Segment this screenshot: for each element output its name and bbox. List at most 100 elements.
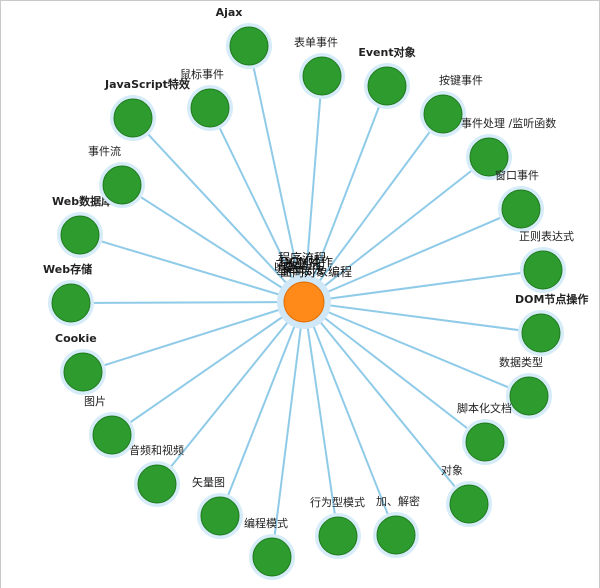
edge-line: [209, 107, 305, 303]
topic-node[interactable]: 加、解密: [373, 494, 420, 558]
node-circle[interactable]: [521, 313, 561, 353]
node-circle[interactable]: [229, 26, 269, 66]
topic-node[interactable]: 对象: [441, 463, 492, 527]
topic-node[interactable]: 事件处理 /监听函数: [461, 117, 556, 180]
edge-line: [271, 301, 305, 558]
topic-node[interactable]: 行为型模式: [310, 495, 365, 559]
node-circle[interactable]: [423, 94, 463, 134]
topic-node[interactable]: 事件流: [88, 144, 145, 208]
edge-line: [303, 85, 388, 303]
center-overlap-label: DOM操作: [280, 254, 333, 269]
node-circle[interactable]: [102, 165, 142, 205]
node-circle[interactable]: [367, 66, 407, 106]
edge-line: [303, 301, 397, 536]
node-label: 事件处理 /监听函数: [461, 117, 556, 130]
node-label: Ajax: [216, 6, 243, 19]
edge-line: [303, 301, 530, 397]
topic-node[interactable]: 编程模式: [244, 516, 295, 580]
node-label: 数据类型: [499, 355, 543, 369]
node-circle[interactable]: [302, 56, 342, 96]
topic-node[interactable]: 正则表达式: [519, 229, 574, 293]
node-circle[interactable]: [376, 515, 416, 555]
topic-node[interactable]: 表单事件: [294, 35, 345, 99]
node-circle[interactable]: [501, 189, 541, 229]
topic-node[interactable]: 按键事件: [420, 73, 483, 137]
edge-line: [132, 117, 305, 303]
node-label: Cookie: [55, 332, 97, 345]
node-label: Web数据库: [52, 194, 112, 208]
topic-node[interactable]: Cookie: [55, 332, 106, 395]
topic-node[interactable]: 窗口事件: [495, 168, 544, 232]
node-circle[interactable]: [113, 98, 153, 138]
center-overlap-label: 变量: [282, 260, 306, 275]
edge-line: [219, 301, 305, 517]
node-label: 加、解密: [376, 494, 420, 508]
node-circle[interactable]: [318, 516, 358, 556]
center-node-circle[interactable]: [283, 281, 325, 323]
topic-node[interactable]: 音频和视频: [129, 443, 184, 507]
node-label: 鼠标事件: [180, 67, 224, 81]
topic-node[interactable]: Web存储: [43, 262, 94, 326]
node-circle[interactable]: [51, 283, 91, 323]
node-label: 对象: [441, 463, 463, 477]
center-overlap-label: 基本语法: [276, 263, 324, 277]
node-label: 矢量图: [192, 475, 225, 489]
frame-left-border: [0, 0, 1, 588]
edge-line: [248, 45, 305, 303]
node-circle[interactable]: [200, 496, 240, 536]
node-label: 按键事件: [439, 73, 483, 87]
edge-line: [303, 156, 490, 303]
topic-node[interactable]: DOM节点操作: [515, 292, 588, 356]
topic-node[interactable]: Event对象: [358, 45, 416, 109]
node-label: Event对象: [358, 45, 415, 59]
edge-line: [79, 234, 305, 303]
node-circle[interactable]: [509, 376, 549, 416]
edge-line: [303, 301, 470, 505]
topic-node[interactable]: 鼠标事件: [180, 67, 233, 131]
node-label: DOM节点操作: [515, 292, 588, 306]
frame-top-border: [0, 0, 600, 1]
center-overlap-label: 面向对象编程: [280, 264, 352, 279]
node-circle[interactable]: [465, 422, 505, 462]
node-label: 编程模式: [244, 516, 288, 530]
node-label: 表单事件: [294, 35, 338, 49]
topic-node[interactable]: 脚本化文档: [457, 401, 512, 465]
node-label: JavaScript特效: [104, 77, 191, 91]
edge-line: [111, 301, 305, 436]
edge-line: [156, 301, 305, 485]
node-label: 事件流: [88, 144, 121, 158]
topic-node[interactable]: Web数据库: [52, 194, 112, 258]
node-circle[interactable]: [63, 352, 103, 392]
node-circle[interactable]: [469, 137, 509, 177]
node-label: 图片: [84, 395, 106, 408]
node-circle[interactable]: [449, 484, 489, 524]
node-label: 脚本化文档: [457, 401, 512, 415]
node-circle[interactable]: [137, 464, 177, 504]
node-circle[interactable]: [252, 537, 292, 577]
edge-line: [82, 301, 305, 373]
node-circle[interactable]: [523, 250, 563, 290]
center-overlap-label: 函数: [274, 258, 298, 273]
edge-layer: [70, 45, 544, 558]
topic-node[interactable]: 矢量图: [192, 475, 243, 539]
node-circle[interactable]: [190, 88, 230, 128]
topic-node[interactable]: JavaScript特效: [104, 77, 191, 141]
edge-line: [303, 208, 522, 303]
node-label: Web存储: [43, 262, 92, 276]
topic-node[interactable]: 图片: [84, 395, 135, 458]
edge-line: [303, 269, 544, 303]
node-label: 正则表达式: [519, 229, 574, 243]
node-label: 窗口事件: [495, 168, 539, 182]
node-circle[interactable]: [60, 215, 100, 255]
topic-node[interactable]: Ajax: [216, 6, 272, 69]
node-label: 音频和视频: [129, 443, 184, 457]
node-circle[interactable]: [92, 415, 132, 455]
edge-line: [303, 75, 323, 303]
edge-line: [303, 301, 542, 334]
edge-line: [70, 301, 305, 304]
topic-node[interactable]: 数据类型: [499, 355, 552, 419]
